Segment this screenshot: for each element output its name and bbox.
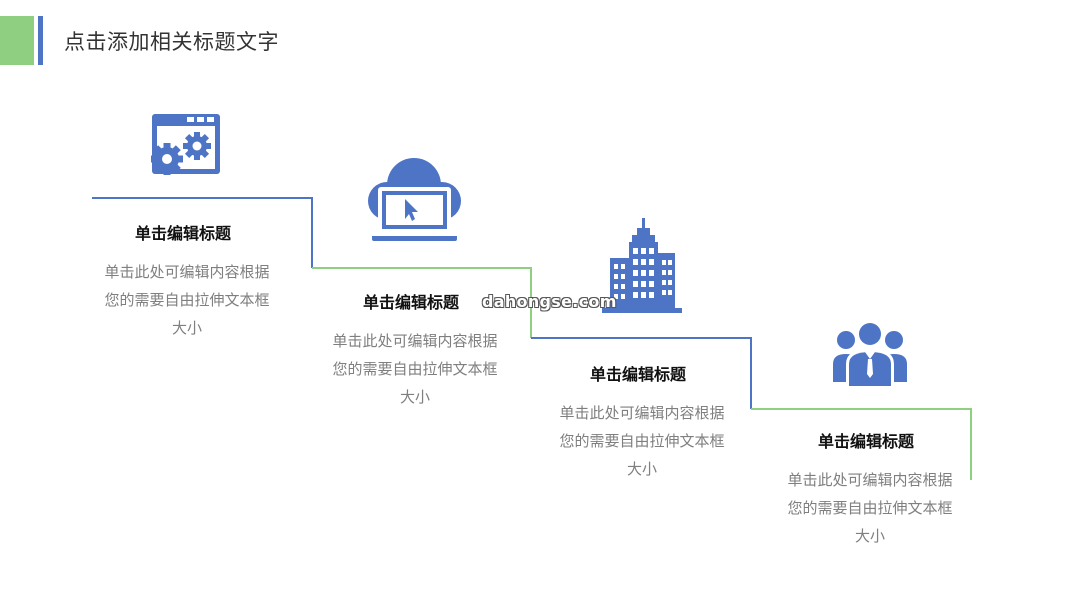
- header-accent-blue: [38, 16, 43, 65]
- step-4-description[interactable]: 单击此处可编辑内容根据 您的需要自由拉伸文本框 大小: [770, 466, 970, 550]
- header-accent-green: [0, 16, 34, 65]
- team-people-icon: [833, 320, 907, 387]
- step-3-title[interactable]: 单击编辑标题: [589, 365, 686, 384]
- step-1-description[interactable]: 单击此处可编辑内容根据 您的需要自由拉伸文本框 大小: [87, 258, 287, 342]
- step-3-desc-line-2: 您的需要自由拉伸文本框: [559, 432, 725, 450]
- step-3-desc-line-3: 大小: [626, 460, 657, 478]
- step-4-desc-line-2: 您的需要自由拉伸文本框: [787, 499, 953, 517]
- step-1-title[interactable]: 单击编辑标题: [134, 224, 231, 243]
- step-3-description[interactable]: 单击此处可编辑内容根据 您的需要自由拉伸文本框 大小: [542, 399, 742, 483]
- step-4-desc-line-3: 大小: [854, 527, 885, 545]
- step-4-title[interactable]: 单击编辑标题: [817, 432, 914, 451]
- page-title[interactable]: 点击添加相关标题文字: [64, 30, 279, 54]
- cloud-laptop-icon: [368, 158, 461, 243]
- step-4-desc-line-1: 单击此处可编辑内容根据: [787, 471, 953, 489]
- step-3-desc-line-1: 单击此处可编辑内容根据: [559, 404, 725, 422]
- step-1-desc-line-2: 您的需要自由拉伸文本框: [104, 291, 270, 309]
- step-2-title[interactable]: 单击编辑标题: [362, 293, 459, 312]
- step-2-desc-line-1: 单击此处可编辑内容根据: [332, 332, 498, 350]
- step-2-description[interactable]: 单击此处可编辑内容根据 您的需要自由拉伸文本框 大小: [315, 327, 515, 411]
- settings-window-icon: [151, 114, 220, 175]
- step-1-desc-line-3: 大小: [171, 319, 202, 337]
- step-2-desc-line-2: 您的需要自由拉伸文本框: [332, 360, 498, 378]
- step-2-desc-line-3: 大小: [399, 388, 430, 406]
- step-1-desc-line-1: 单击此处可编辑内容根据: [104, 263, 270, 281]
- watermark-text: dahongse.com: [482, 292, 617, 311]
- city-buildings-icon: [602, 218, 682, 313]
